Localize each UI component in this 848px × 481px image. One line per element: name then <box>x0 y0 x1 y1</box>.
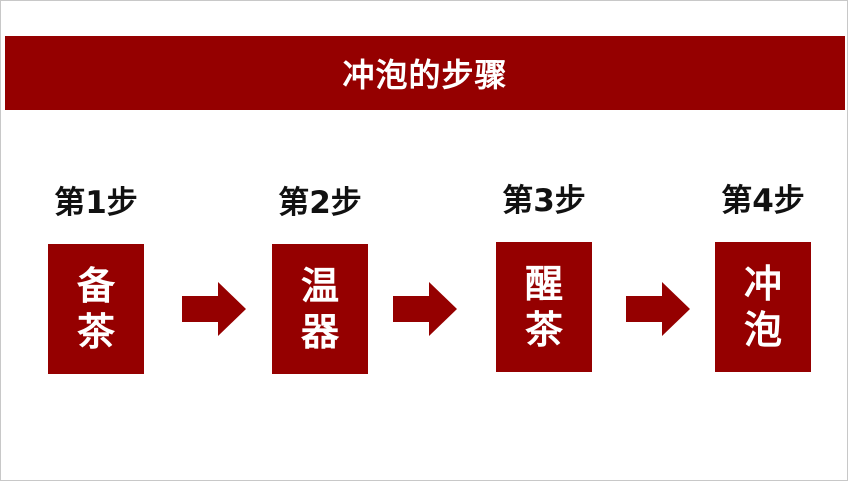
step-4-box: 冲泡 <box>715 242 811 372</box>
step-4: 第4步 冲泡 <box>715 181 811 372</box>
step-3-text: 醒茶 <box>524 262 563 352</box>
step-2-box: 温器 <box>272 244 368 374</box>
arrow-right-icon <box>626 282 690 336</box>
arrow-right-icon <box>182 282 246 336</box>
step-1-label: 第1步 <box>54 185 138 221</box>
title-banner: 冲泡的步骤 <box>5 36 845 110</box>
step-1-box: 备茶 <box>48 244 144 374</box>
step-4-label: 第4步 <box>721 183 805 219</box>
step-1-text: 备茶 <box>76 264 115 354</box>
step-2: 第2步 温器 <box>272 183 368 374</box>
step-3-box: 醒茶 <box>496 242 592 372</box>
step-4-text: 冲泡 <box>743 262 782 352</box>
step-1: 第1步 备茶 <box>48 183 144 374</box>
step-2-label: 第2步 <box>278 185 362 221</box>
arrow-right-icon <box>393 282 457 336</box>
step-2-text: 温器 <box>300 264 339 354</box>
page-title: 冲泡的步骤 <box>342 56 508 94</box>
step-3: 第3步 醒茶 <box>496 181 592 372</box>
step-3-label: 第3步 <box>502 183 586 219</box>
